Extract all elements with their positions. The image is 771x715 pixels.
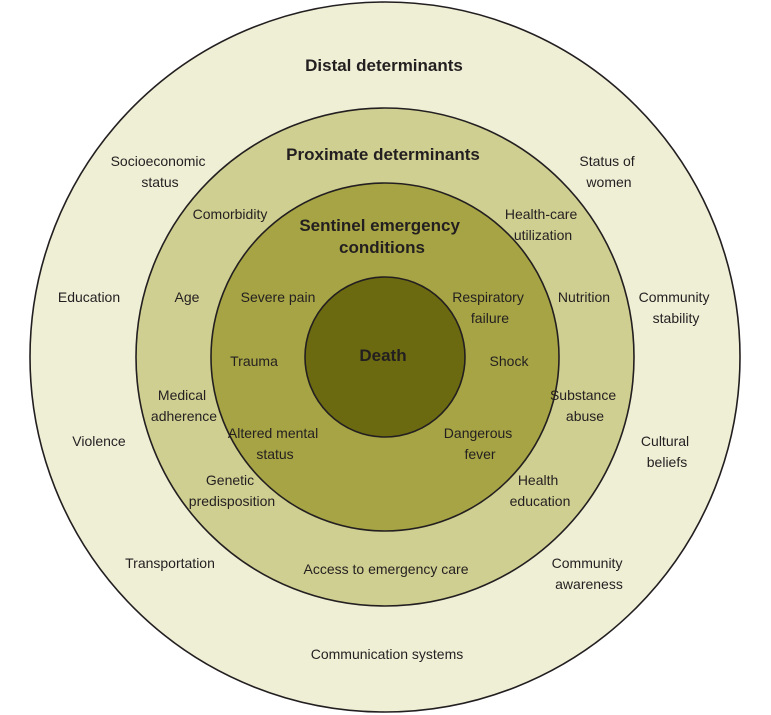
dangerous-fever-label: Dangerous fever bbox=[444, 425, 516, 462]
proximate-determinants-title: Proximate determinants bbox=[286, 145, 480, 164]
violence-label: Violence bbox=[72, 433, 126, 449]
community-awareness-label: Community awareness bbox=[552, 555, 627, 592]
death-core-circle bbox=[304, 276, 466, 438]
community-stability-label: Community stability bbox=[639, 289, 714, 326]
comorbidity-label: Comorbidity bbox=[193, 206, 268, 222]
socioeconomic-status-label: Socioeconomic status bbox=[111, 153, 210, 190]
education-label: Education bbox=[58, 289, 120, 305]
health-care-utilization-label: Health-care utilization bbox=[505, 206, 581, 243]
distal-determinants-title: Distal determinants bbox=[305, 56, 463, 75]
transportation-label: Transportation bbox=[125, 555, 215, 571]
cultural-beliefs-label: Cultural beliefs bbox=[641, 433, 693, 470]
communication-systems-label: Communication systems bbox=[311, 646, 464, 662]
medical-adherence-label: Medical adherence bbox=[151, 387, 217, 424]
nutrition-label: Nutrition bbox=[558, 289, 610, 305]
death-label: Death bbox=[359, 346, 406, 365]
shock-label: Shock bbox=[490, 353, 530, 369]
trauma-label: Trauma bbox=[230, 353, 278, 369]
status-of-women-label: Status of women bbox=[579, 153, 638, 190]
age-label: Age bbox=[175, 289, 200, 305]
genetic-predisposition-label: Genetic predisposition bbox=[189, 472, 275, 509]
substance-abuse-label: Substance abuse bbox=[550, 387, 620, 424]
respiratory-failure-label: Respiratory failure bbox=[452, 289, 527, 326]
severe-pain-label: Severe pain bbox=[241, 289, 316, 305]
access-to-emergency-care-label: Access to emergency care bbox=[304, 561, 469, 577]
sentinel-conditions-title: Sentinel emergency conditions bbox=[299, 216, 464, 257]
health-education-label: Health education bbox=[510, 472, 571, 509]
altered-mental-status-label: Altered mental status bbox=[228, 425, 322, 462]
